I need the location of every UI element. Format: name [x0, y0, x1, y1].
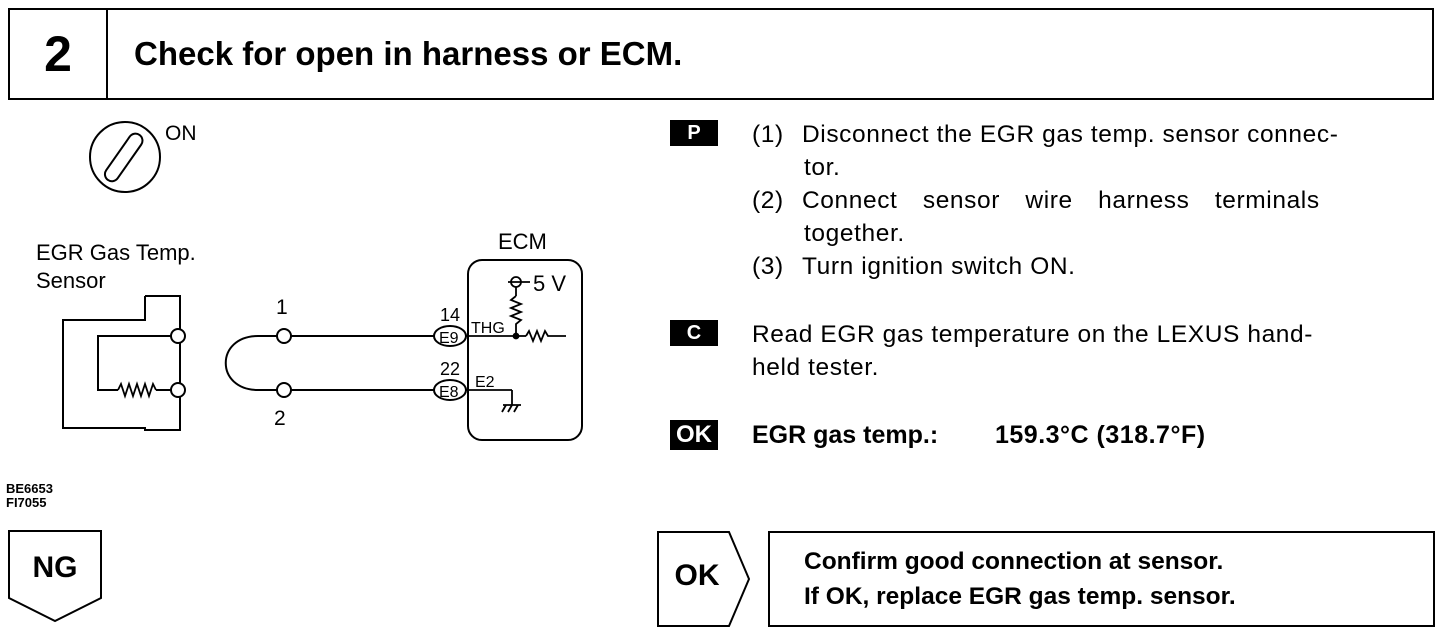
- pin-thg-connector-label: E9: [439, 330, 459, 347]
- pin-e2-connector-label: E8: [439, 384, 459, 401]
- prepare-step-3-text: Turn ignition switch ON.: [802, 253, 1076, 280]
- spec-label: EGR gas temp.:: [752, 421, 939, 449]
- figure-code-2: FI7055: [6, 495, 47, 510]
- pin-e2-signal: E2: [475, 374, 495, 391]
- step-header: 2 Check for open in harness or ECM.: [8, 8, 1434, 100]
- pin-thg-number: 14: [440, 305, 460, 325]
- harness-terminal-2: [276, 382, 292, 398]
- resistor-icon: [117, 381, 157, 399]
- prepare-step-1: (1) Disconnect the EGR gas temp. sensor c…: [752, 118, 1440, 151]
- ecm-box: [467, 259, 583, 441]
- ok-result-line2: If OK, replace EGR gas temp. sensor.: [804, 583, 1236, 610]
- sensor-label-line2: Sensor: [36, 268, 106, 293]
- wire-1-number: 1: [276, 296, 288, 319]
- harness-terminal-1: [276, 328, 292, 344]
- prepare-step-3-number: (3): [752, 253, 784, 280]
- step-title: Check for open in harness or ECM.: [134, 35, 683, 72]
- ng-result-label: NG: [32, 551, 78, 584]
- prepare-step-3: (3) Turn ignition switch ON.: [752, 250, 1076, 283]
- check-text-line1: Read EGR gas temperature on the LEXUS ha…: [752, 321, 1314, 348]
- ecm-internal-circuit: [466, 276, 566, 405]
- ok-spec-badge: OK: [670, 420, 718, 450]
- sensor-terminal-1: [170, 328, 186, 344]
- step-number: 2: [10, 10, 108, 98]
- prepare-step-1-number: (1): [752, 121, 784, 148]
- ok-result-box: [768, 531, 1435, 627]
- prepare-step-1-cont: tor.: [804, 154, 841, 181]
- sensor-terminal-2: [170, 382, 186, 398]
- figure-code-1: BE6653: [6, 481, 53, 496]
- prepare-step-2-number: (2): [752, 187, 784, 214]
- ng-result-shape: [8, 530, 102, 623]
- ground-icon: [501, 404, 521, 413]
- ok-result-shape: [657, 531, 751, 627]
- prepare-step-2: (2) Connect sensor wire harness terminals: [752, 184, 1440, 217]
- ecm-label: ECM: [498, 229, 547, 254]
- pin-e2-number: 22: [440, 359, 460, 379]
- prepare-step-2-text: Connect sensor wire harness terminals: [802, 187, 1320, 214]
- prepare-step-2-cont: together.: [804, 220, 905, 247]
- wiring-diagram: ON EGR Gas Temp. Sensor 1 2 ECM 14 E9 TH…: [36, 121, 583, 441]
- check-badge: C: [670, 320, 718, 346]
- prepare-step-1-text: Disconnect the EGR gas temp. sensor conn…: [802, 121, 1339, 148]
- sensor-label-line1: EGR Gas Temp.: [36, 240, 196, 265]
- ignition-on-label: ON: [165, 122, 197, 145]
- ok-result-line1: Confirm good connection at sensor.: [804, 548, 1224, 575]
- pin-thg-signal: THG: [471, 320, 505, 337]
- prepare-badge: P: [670, 120, 718, 146]
- check-text-line2: held tester.: [752, 354, 880, 381]
- wire-2-number: 2: [274, 407, 286, 430]
- spec-value: 159.3°C (318.7°F): [995, 421, 1206, 449]
- ignition-switch-icon: [89, 121, 161, 193]
- voltage-label: 5 V: [533, 271, 566, 296]
- sensor-body: [62, 295, 181, 431]
- jumper-wire: [224, 335, 284, 391]
- ok-result-label: OK: [674, 559, 720, 592]
